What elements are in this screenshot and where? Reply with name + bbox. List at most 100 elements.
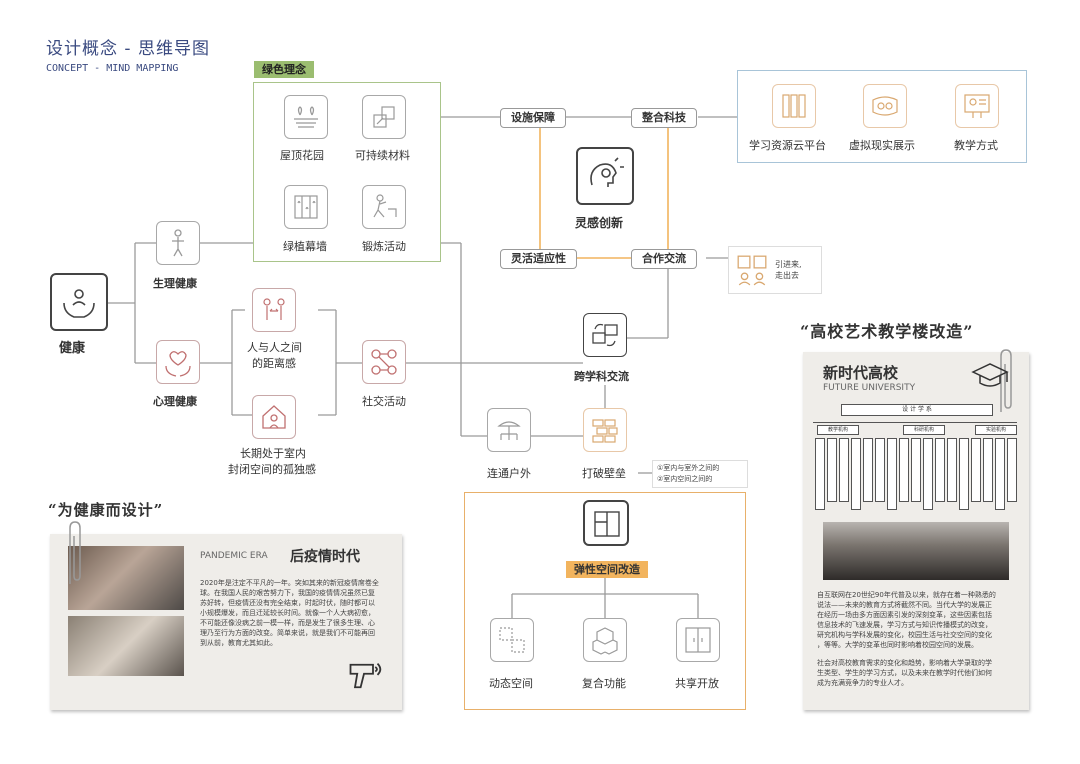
social-activity-icon	[362, 340, 406, 384]
right-card-quote: “高校艺术教学楼改造”	[800, 322, 974, 341]
future-body2-0: 社会对高校教育需求的变化和趋势，影响着大学录取的学	[817, 659, 992, 667]
distance-icon	[252, 288, 296, 332]
cooperate-note: 引进来, 走出去	[728, 246, 822, 294]
shared-open-icon	[676, 618, 720, 662]
future-body1-0: 自互联网在20世纪90年代普及以来，就存在着一种熟悉的	[817, 591, 996, 599]
distance-label-line2: 的距离感	[252, 357, 296, 370]
pandemic-body-1: 球。在我国人民的艰苦努力下，我国的疫情情况虽然已复	[200, 589, 375, 597]
pandemic-card: PANDEMIC ERA 后疫情时代 2020年是注定不平凡的一年。突如其来的新…	[50, 521, 402, 710]
roof-garden-label: 屋顶花园	[280, 149, 324, 162]
adapt-pill: 灵活适应性	[500, 249, 577, 269]
inspiration-label: 灵感创新	[575, 216, 624, 230]
org-cell	[911, 438, 921, 502]
break-wall-note-line2: ②室内空间之间的	[657, 475, 713, 483]
graduation-cap-icon	[971, 363, 1009, 387]
org-root: 设 计 学 系	[841, 404, 993, 416]
vr-display-icon	[863, 84, 907, 128]
org-cell	[815, 438, 825, 510]
future-body2-2: 成为充满竞争力的专业人才。	[817, 679, 908, 687]
era-en: PANDEMIC ERA	[200, 551, 268, 561]
green-wall-label: 绿植幕墙	[283, 240, 327, 253]
green-concept-frame	[253, 82, 441, 262]
org-cell	[947, 438, 957, 502]
flexible-space-icon	[583, 500, 629, 546]
org-cell	[863, 438, 873, 502]
exercise-icon	[362, 185, 406, 229]
org-group-research: 科研机构	[903, 425, 945, 435]
future-body2-1: 生类型、学生的学习方式，以及未来在教学时代他们如何	[817, 669, 992, 677]
break-wall-note-line1: ①室内与室外之间的	[657, 464, 720, 472]
sustainable-material-icon	[362, 95, 406, 139]
dynamic-space-label: 动态空间	[489, 677, 533, 690]
composite-function-icon	[583, 618, 627, 662]
teaching-method-label: 教学方式	[954, 139, 998, 152]
crowd-photo	[68, 546, 184, 610]
future-body1-2: 在经历一场由多方面因素引发的深刻变革，这些因素包括	[817, 611, 992, 619]
org-cell	[995, 438, 1005, 510]
composite-function-label: 复合功能	[582, 677, 626, 690]
outdoor-icon	[487, 408, 531, 452]
future-university-card: 新时代高校 FUTURE UNIVERSITY 设 计 学 系 教学机构 科研机…	[803, 349, 1029, 710]
interdisciplinary-icon	[583, 313, 627, 357]
future-body1-3: 信息技术的飞速发展，学习方式与知识传播模式的改变，	[817, 621, 992, 629]
vr-display-label: 虚拟现实展示	[849, 139, 915, 152]
isolation-icon	[252, 395, 296, 439]
inspiration-icon	[576, 147, 634, 205]
flexible-space-frame	[464, 492, 746, 710]
paperclip-icon	[69, 521, 81, 584]
flexible-space-tag: 弹性空间改造	[566, 561, 648, 578]
cooperate-note-line1: 引进来,	[775, 260, 802, 269]
isolation-label-line1: 长期处于室内	[240, 447, 306, 460]
org-cell	[875, 438, 885, 502]
org-cell	[839, 438, 849, 502]
org-cell	[827, 438, 837, 502]
future-title-en: FUTURE UNIVERSITY	[823, 383, 916, 393]
sustainable-material-label: 可持续材料	[355, 149, 410, 162]
page-subtitle: CONCEPT - MIND MAPPING	[46, 63, 179, 74]
cloud-platform-icon	[772, 84, 816, 128]
future-title-cn: 新时代高校	[823, 364, 899, 382]
tech-frame	[737, 70, 1027, 163]
thermometer-gun-icon	[349, 662, 382, 689]
org-group-teaching: 教学机构	[817, 425, 859, 435]
pandemic-body-0: 2020年是注定不平凡的一年。突如其来的新冠疫情席卷全	[200, 579, 379, 587]
dynamic-space-icon	[490, 618, 534, 662]
mental-health-label: 心理健康	[153, 395, 197, 408]
era-cn: 后疫情时代	[290, 549, 360, 565]
pandemic-body-3: 小规模爆发，而且迁延较长时间。就像一个人大病初愈，	[200, 609, 375, 617]
distance-label-line1: 人与人之间	[247, 341, 302, 354]
exchange-icon	[737, 255, 767, 286]
roof-garden-icon	[284, 95, 328, 139]
health-label: 健康	[59, 341, 86, 356]
physical-health-label: 生理健康	[153, 277, 197, 290]
org-cell	[971, 438, 981, 502]
pandemic-body-2: 苏好转，但疫情还没有完全结束，时起时伏，随时都可以	[200, 599, 375, 607]
break-wall-label: 打破壁垒	[582, 467, 626, 480]
page-title: 设计概念 - 思维导图	[46, 39, 210, 59]
future-body1-4: 研究机构与学科发展的变化，校园生活与社交空间的变化	[817, 631, 992, 639]
teaching-method-icon	[955, 84, 999, 128]
facility-pill: 设施保障	[500, 108, 566, 128]
shared-open-label: 共享开放	[675, 677, 719, 690]
graduation-photo	[823, 522, 1009, 580]
exercise-label: 锻炼活动	[362, 240, 406, 253]
mental-health-icon	[156, 340, 200, 384]
cloud-platform-label: 学习资源云平台	[749, 139, 826, 152]
org-group-lab: 实验机构	[975, 425, 1017, 435]
break-wall-icon	[583, 408, 627, 452]
isolation-label-line2: 封闭空间的孤独感	[228, 463, 316, 476]
future-body1-5: ，等等。大学的变革也同时影响着校园空间的发展。	[817, 641, 978, 649]
cooperate-pill: 合作交流	[631, 249, 697, 269]
interdisciplinary-label: 跨学科交流	[574, 370, 629, 383]
green-wall-icon	[284, 185, 328, 229]
left-card-quote: “为健康而设计”	[48, 501, 164, 519]
tech-pill: 整合科技	[631, 108, 697, 128]
paperclip-icon-right	[1000, 349, 1012, 412]
org-cell	[1007, 438, 1017, 502]
cooperate-note-line2: 走出去	[775, 271, 799, 280]
health-icon	[50, 273, 108, 331]
org-cell	[983, 438, 993, 502]
green-concept-tag: 绿色理念	[254, 61, 314, 78]
org-cell	[959, 438, 969, 510]
